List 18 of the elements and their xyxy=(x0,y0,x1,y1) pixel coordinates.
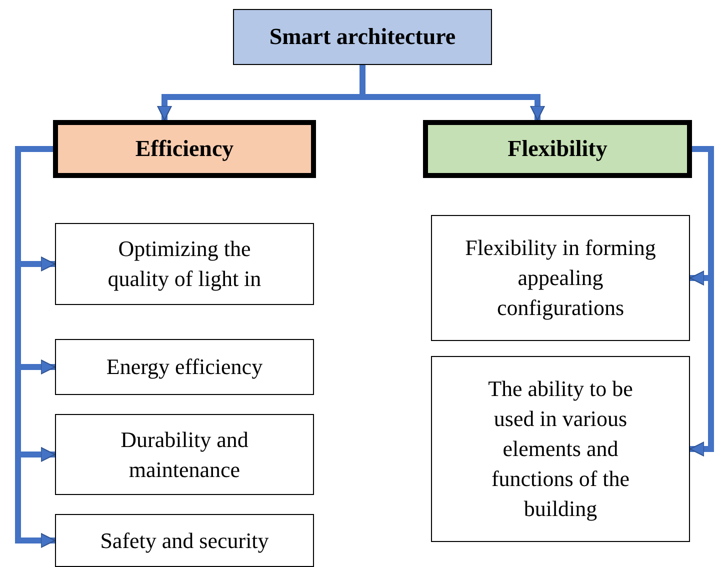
box-label: Optimizing the quality of light in xyxy=(106,235,262,293)
category-box xyxy=(53,120,316,178)
item-box xyxy=(431,215,690,341)
box-label: Safety and security xyxy=(100,526,269,555)
box-label: Flexibility in forming appealing configurations xyxy=(464,234,657,322)
box-label: The ability to be used in various elements and functions of the building xyxy=(487,375,634,523)
box-label: Smart architecture xyxy=(269,23,456,51)
box-label: Energy efficiency xyxy=(106,353,263,381)
category-box xyxy=(423,120,692,178)
item-box xyxy=(55,514,314,567)
box-label: Flexibility xyxy=(508,135,608,163)
item-box xyxy=(55,223,314,305)
root-box xyxy=(233,9,492,65)
box-label: Efficiency xyxy=(135,135,234,163)
box-label: Durability and maintenance xyxy=(120,426,250,484)
item-box xyxy=(55,414,314,495)
item-box xyxy=(431,356,690,542)
item-box xyxy=(55,339,314,395)
